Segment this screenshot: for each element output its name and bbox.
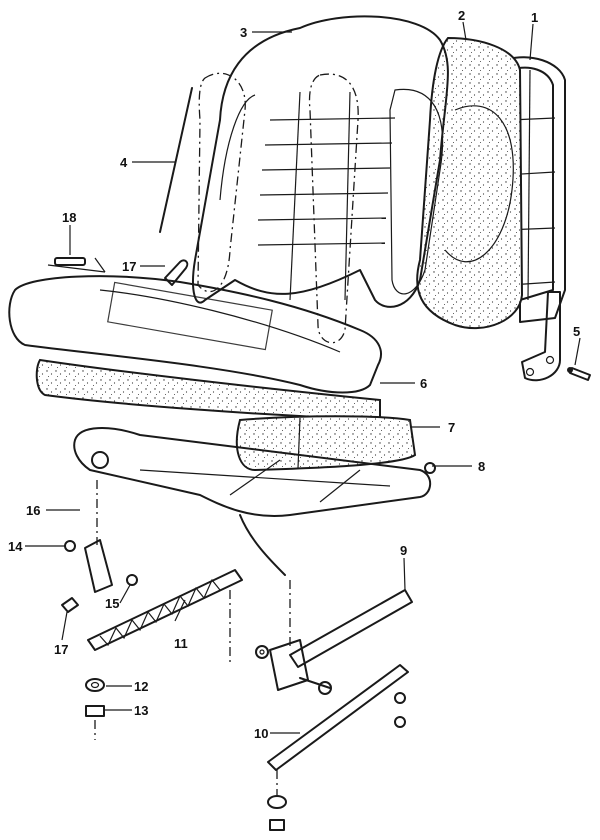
callout-13: 13	[134, 703, 148, 718]
bolt-part	[64, 540, 76, 552]
right-seat-rail	[269, 580, 413, 695]
leader-lines	[25, 21, 581, 734]
callout-6: 6	[420, 376, 427, 391]
front-bracket	[84, 480, 113, 593]
callout-12: 12	[134, 679, 148, 694]
callout-5: 5	[573, 324, 580, 339]
lock-nut-part	[85, 705, 105, 740]
backrest-rear-panel	[416, 36, 524, 330]
screw-part	[567, 367, 591, 381]
callout-16: 16	[26, 503, 40, 518]
callout-11: 11	[174, 636, 188, 651]
washer-part	[255, 645, 269, 659]
nut-part	[126, 574, 138, 586]
backrest-bolster-insert	[159, 72, 359, 344]
spacer-part	[85, 678, 105, 692]
left-seat-rail	[87, 569, 243, 665]
clip-part	[47, 257, 106, 273]
clip-small	[61, 597, 79, 613]
callout-labels: 1 2 3 4 5 6 7 8 9 10 11 12 13 14 15 16 1…	[8, 8, 580, 741]
callout-8: 8	[478, 459, 485, 474]
callout-17-lower: 17	[54, 642, 68, 657]
callout-10: 10	[254, 726, 268, 741]
plug-part	[164, 259, 189, 286]
callout-9: 9	[400, 543, 407, 558]
callout-18: 18	[62, 210, 76, 225]
callout-15: 15	[105, 596, 119, 611]
backrest-cushion	[192, 15, 449, 308]
callout-17-upper: 17	[122, 259, 136, 274]
seat-base	[235, 415, 417, 472]
seat-frame	[73, 427, 436, 576]
cross-rail	[267, 664, 409, 831]
callout-7: 7	[448, 420, 455, 435]
backrest-stitch-lines	[257, 91, 396, 301]
callout-14: 14	[8, 539, 23, 554]
callout-3: 3	[240, 25, 247, 40]
callout-4: 4	[120, 155, 128, 170]
callout-2: 2	[458, 8, 465, 23]
callout-1: 1	[531, 10, 538, 25]
